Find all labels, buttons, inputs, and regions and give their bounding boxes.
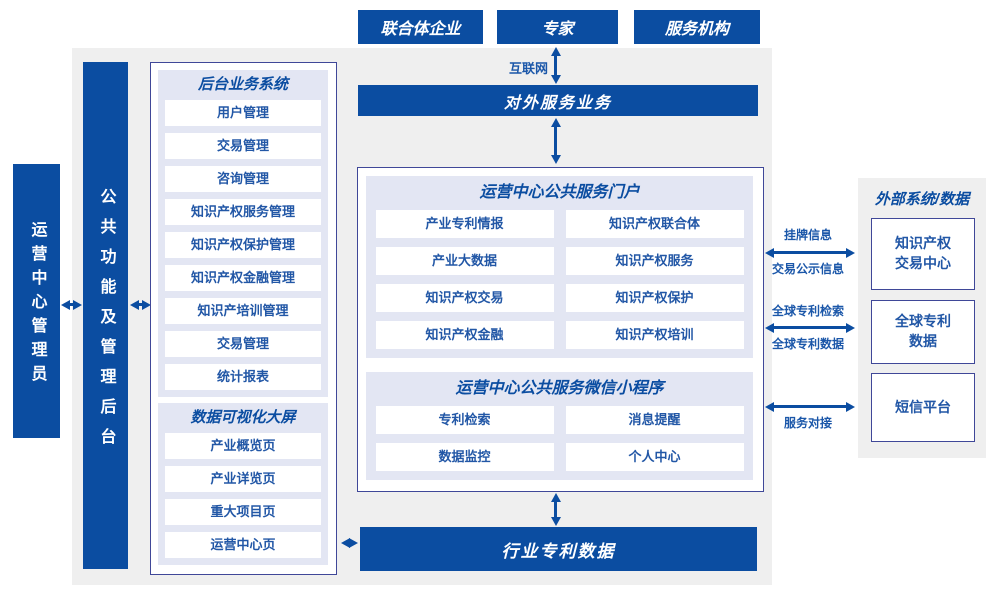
global-patent-double-arrow: [765, 322, 855, 333]
dashboard-item: 重大项目页: [165, 499, 321, 525]
link-label-above: 挂牌信息: [783, 228, 832, 242]
dashboard-panel: 数据可视化大屏 产业概览页 产业详览页 重大项目页 运营中心页: [158, 403, 328, 565]
external-box-line: 短信平台: [895, 398, 951, 415]
backend-item: 统计报表: [165, 364, 321, 390]
external-box-line: 全球专利: [895, 313, 951, 330]
external-systems-title: 外部系统/数据: [874, 191, 970, 208]
link-label-above: 全球专利检索: [771, 304, 844, 318]
portal-item: 产业大数据: [375, 247, 554, 275]
portal-item: 知识产权保护: [565, 284, 744, 312]
miniapp-item: 个人中心: [565, 443, 744, 471]
miniapp-item: 专利检索: [375, 406, 554, 434]
ip-exchange-double-arrow: [765, 247, 855, 258]
external-box-line: 交易中心: [895, 255, 951, 271]
external-service-bar: 对外服务业务: [358, 85, 758, 116]
portal-item: 知识产权培训: [565, 321, 744, 349]
external-box-global-patent: 全球专利 数据: [871, 300, 975, 364]
actor-box-consortium: 联合体企业: [358, 10, 483, 44]
external-box-ip-exchange: 知识产权 交易中心: [871, 218, 975, 290]
actor-label: 联合体企业: [380, 21, 461, 38]
portal-item: 知识产权联合体: [565, 210, 744, 238]
portal-item: 知识产权金融: [375, 321, 554, 349]
backend-system-items: 用户管理 交易管理 咨询管理 知识产权服务管理 知识产权保护管理 知识产权金融管…: [165, 100, 321, 390]
backend-item: 交易管理: [165, 133, 321, 159]
dashboard-item: 产业详览页: [165, 466, 321, 492]
backend-item: 用户管理: [165, 100, 321, 126]
service-portal-double-arrow: [550, 118, 561, 164]
external-box-line: 数据: [909, 333, 937, 349]
dashboard-item: 运营中心页: [165, 532, 321, 558]
internet-double-arrow: [550, 47, 561, 84]
backend-system-panel: 后台业务系统 用户管理 交易管理 咨询管理 知识产权服务管理 知识产权保护管理 …: [158, 70, 328, 397]
industry-patent-data-bar: 行业专利数据: [360, 527, 757, 571]
backend-item: 知识产权金融管理: [165, 265, 321, 291]
miniapp-item: 消息提醒: [565, 406, 744, 434]
link-label-below: 服务对接: [783, 416, 832, 430]
backend-system-title: 后台业务系统: [197, 76, 288, 93]
portal-items: 产业专利情报 知识产权联合体 产业大数据 知识产权服务 知识产权交易 知识产权保…: [375, 210, 744, 349]
admin-backend-double-arrow: [61, 299, 82, 310]
actor-label: 专家: [541, 21, 574, 38]
dashboard-items: 产业概览页 产业详览页 重大项目页 运营中心页: [165, 433, 321, 558]
public-function-backend-bar: 公共功能及管理后台: [83, 62, 128, 569]
portal-title: 运营中心公共服务门户: [479, 184, 640, 201]
portal-panel: 运营中心公共服务门户 产业专利情报 知识产权联合体 产业大数据 知识产权服务 知…: [366, 176, 753, 358]
miniapp-item: 数据监控: [375, 443, 554, 471]
backend-item: 交易管理: [165, 331, 321, 357]
link-label-below: 全球专利数据: [771, 337, 844, 351]
portal-industry-double-arrow: [550, 493, 561, 526]
actor-box-service-org: 服务机构: [634, 10, 760, 44]
portal-item: 知识产权交易: [375, 284, 554, 312]
industry-patent-data-label: 行业专利数据: [501, 541, 616, 561]
internet-label: 互联网: [508, 61, 548, 76]
dashboard-item: 产业概览页: [165, 433, 321, 459]
operation-admin-bar: 运营中心管理员: [13, 164, 60, 438]
link-label-below: 交易公示信息: [771, 262, 844, 276]
backend-item: 咨询管理: [165, 166, 321, 192]
sms-service-double-arrow: [765, 401, 855, 412]
external-box-sms-platform: 短信平台: [871, 373, 975, 442]
miniapp-panel: 运营中心公共服务微信小程序 专利检索 消息提醒 数据监控 个人中心: [366, 372, 753, 480]
backend-item: 知识产权服务管理: [165, 199, 321, 225]
miniapp-title: 运营中心公共服务微信小程序: [455, 380, 664, 397]
actor-label: 服务机构: [664, 21, 729, 38]
backend-item: 知识产培训管理: [165, 298, 321, 324]
miniapp-items: 专利检索 消息提醒 数据监控 个人中心: [375, 406, 744, 471]
dashboard-title: 数据可视化大屏: [190, 409, 296, 426]
dashboard-industry-double-arrow: [341, 537, 358, 548]
portal-item: 知识产权服务: [565, 247, 744, 275]
external-box-line: 知识产权: [895, 235, 951, 252]
backend-item: 知识产权保护管理: [165, 232, 321, 258]
actor-box-expert: 专家: [497, 10, 618, 44]
portal-item: 产业专利情报: [375, 210, 554, 238]
backend-system-double-arrow: [130, 299, 151, 310]
external-service-label: 对外服务业务: [503, 94, 612, 112]
